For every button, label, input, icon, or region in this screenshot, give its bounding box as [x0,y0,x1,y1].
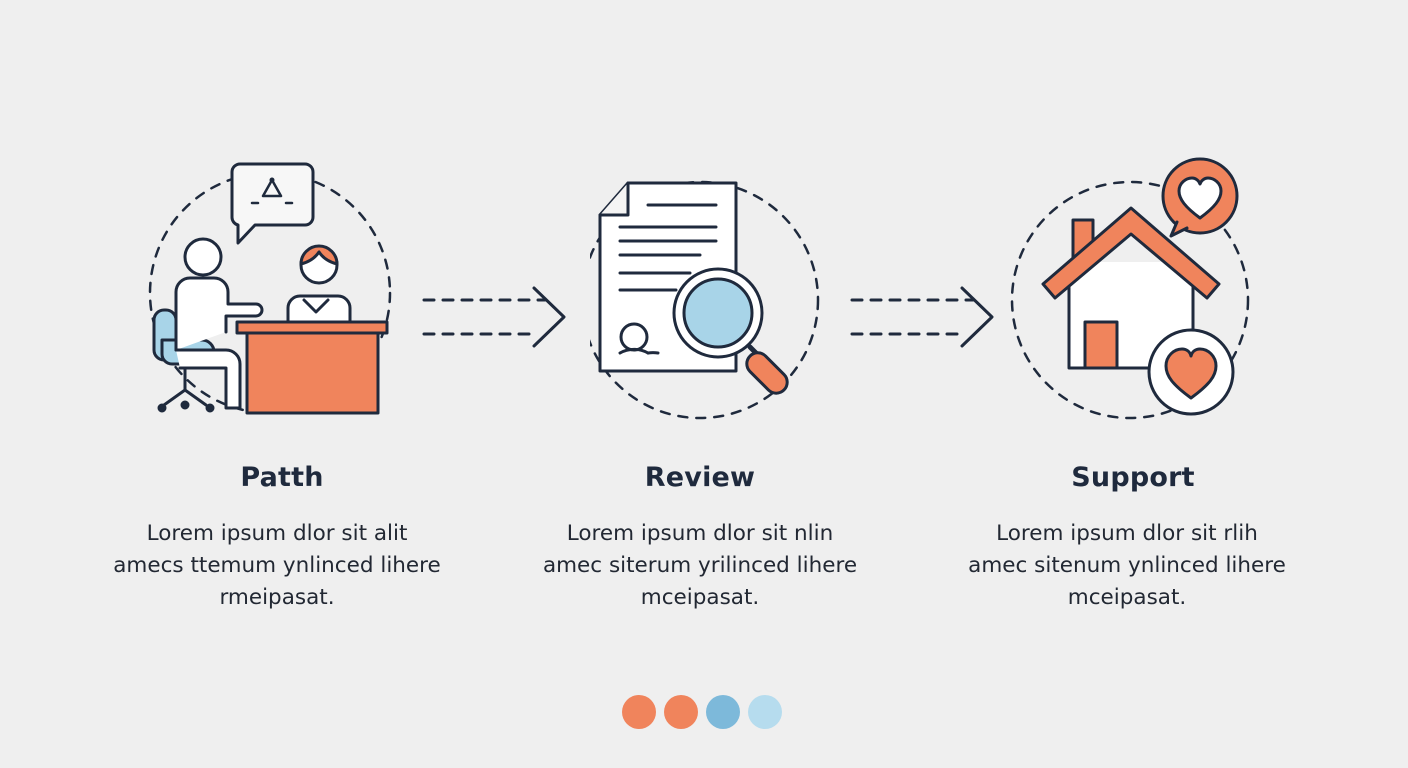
arrow-right-1-icon [422,286,566,348]
pagination-dot-4[interactable] [748,695,782,729]
step-1-desc-line-2: amecs ttemum ynlinced lihere [113,553,441,578]
step-1-title: Patth [240,462,324,493]
step-3-desc-line-2: amec sitenum ynlinced lihere [968,553,1286,578]
house-heart-icon [1010,157,1250,420]
step-3-title: Support [1071,462,1195,493]
step-2-desc-line-2: amec siterum yrilinced lihere [542,553,858,578]
step-1-desc-line-3: rmeipasat. [219,585,335,610]
step-3-desc-line-1: Lorem ipsum dlor sit rlih [996,521,1258,546]
step-2-description: Lorem ipsum dlor sit nlin amec siterum y… [490,518,910,614]
document-magnifier-icon [590,180,820,420]
pagination-dot-1[interactable] [622,695,656,729]
step-1-description: Lorem ipsum dlor sit alit amecs ttemum y… [67,518,487,614]
consultation-desk-icon [148,162,392,415]
step-2-desc-line-3: mceipasat. [640,585,760,610]
step-1-desc-line-1: Lorem ipsum dlor sit alit [146,521,408,546]
step-3-description: Lorem ipsum dlor sit rlih amec sitenum y… [917,518,1337,614]
step-2-desc-line-1: Lorem ipsum dlor sit nlin [566,521,834,546]
pagination-dots [622,695,782,729]
step-2-title: Review [644,462,756,493]
pagination-dot-2[interactable] [664,695,698,729]
pagination-dot-3[interactable] [706,695,740,729]
arrow-right-2-icon [850,286,994,348]
step-3-desc-line-3: mceipasat. [1067,585,1187,610]
